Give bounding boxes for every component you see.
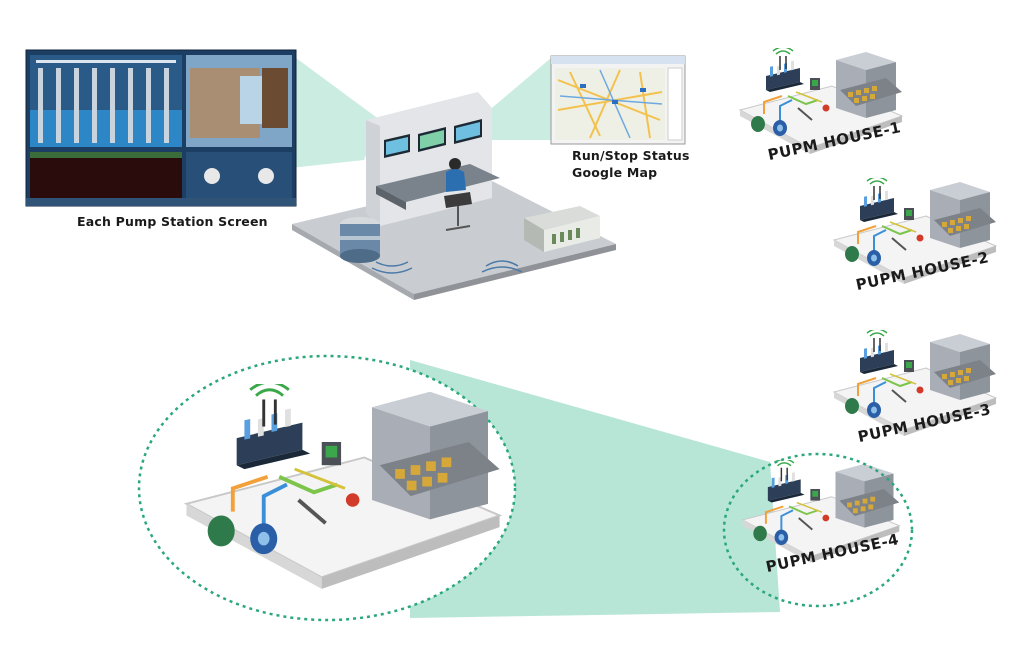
control-room-illustration bbox=[292, 92, 616, 300]
google-map-window-image bbox=[550, 55, 686, 145]
google-map-caption: Google Map bbox=[572, 165, 658, 180]
beam-screen-to-room bbox=[290, 58, 380, 168]
beam-map-to-room bbox=[480, 58, 551, 140]
beam-house4-zoom bbox=[410, 360, 780, 618]
pump-house-4-outline bbox=[722, 452, 914, 608]
pump-station-screen-image bbox=[25, 49, 297, 207]
run-stop-status-caption: Run/Stop Status bbox=[572, 148, 690, 163]
pump-station-screen-caption: Each Pump Station Screen bbox=[77, 214, 268, 229]
